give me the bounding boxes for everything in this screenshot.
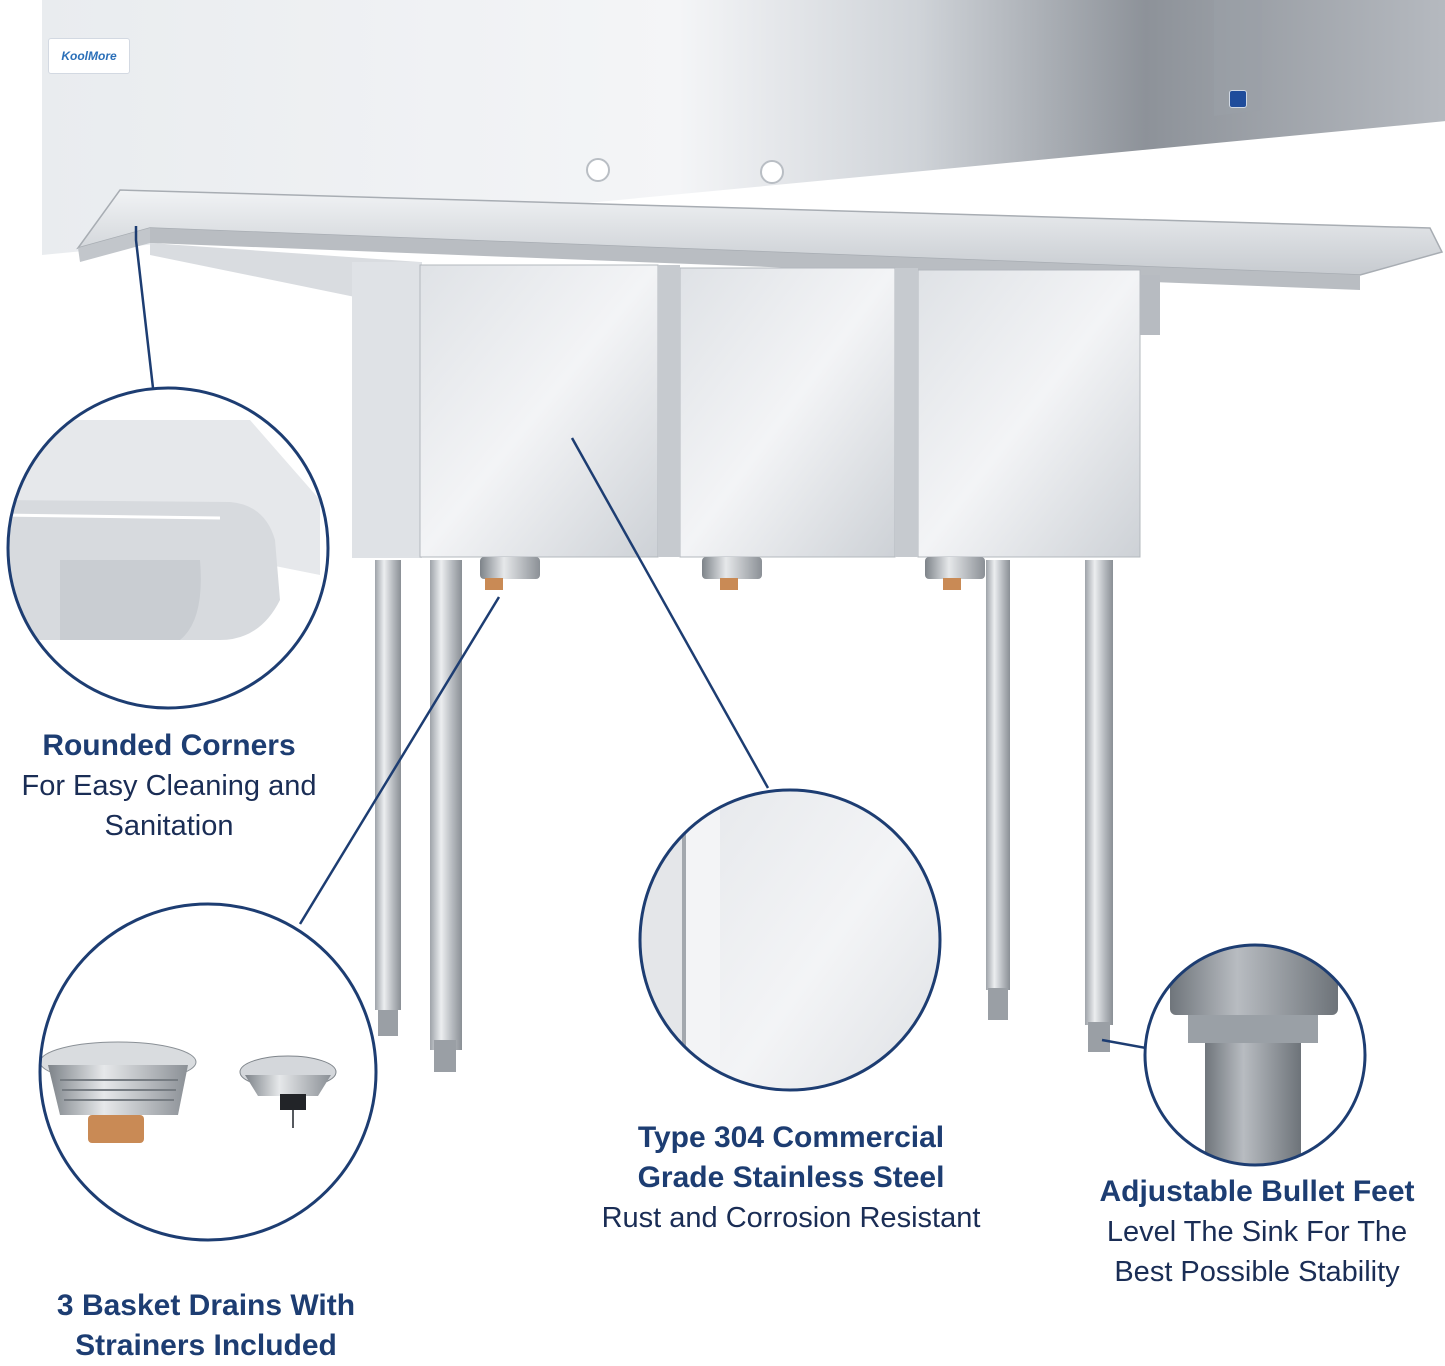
- callout-title: Grade Stainless Steel: [637, 1161, 945, 1194]
- sink-bowls: [352, 262, 1160, 558]
- callout-text: For Easy Cleaning and: [21, 770, 317, 802]
- brand-logo: KoolMore: [48, 38, 130, 74]
- detail-circle-stainless-steel: [638, 788, 942, 1092]
- callout-title: Adjustable Bullet Feet: [1099, 1175, 1415, 1208]
- callout-text: Rust and Corrosion Resistant: [601, 1202, 981, 1234]
- callout-title: Rounded Corners: [42, 729, 296, 762]
- callout-text: Sanitation: [104, 810, 234, 842]
- callout-basket-drains: 3 Basket Drains With Strainers Included: [30, 1286, 382, 1366]
- faucet-hole: [586, 158, 610, 182]
- brand-logo-text: KoolMore: [61, 49, 117, 63]
- callout-text: Level The Sink For The: [1106, 1216, 1408, 1248]
- backsplash: [42, 0, 1445, 255]
- callout-stainless-steel: Type 304 Commercial Grade Stainless Stee…: [560, 1118, 1022, 1238]
- detail-circle-bullet-feet: [1143, 943, 1367, 1167]
- callout-title: Strainers Included: [75, 1329, 337, 1362]
- sink-legs: [375, 560, 1113, 1072]
- callout-title: 3 Basket Drains With: [56, 1289, 356, 1322]
- detail-circle-basket-drains: [38, 902, 378, 1242]
- callout-lines: [134, 226, 1147, 1050]
- faucet-hole: [760, 160, 784, 184]
- callout-title: Type 304 Commercial: [637, 1121, 945, 1154]
- detail-circle-rounded-corners: [6, 386, 330, 710]
- callout-bullet-feet: Adjustable Bullet Feet Level The Sink Fo…: [1076, 1172, 1438, 1292]
- callout-rounded-corners: Rounded Corners For Easy Cleaning and Sa…: [0, 726, 338, 846]
- nsf-badge-icon: [1229, 90, 1247, 108]
- callout-text: Best Possible Stability: [1114, 1256, 1400, 1288]
- drain-fittings: [480, 557, 985, 590]
